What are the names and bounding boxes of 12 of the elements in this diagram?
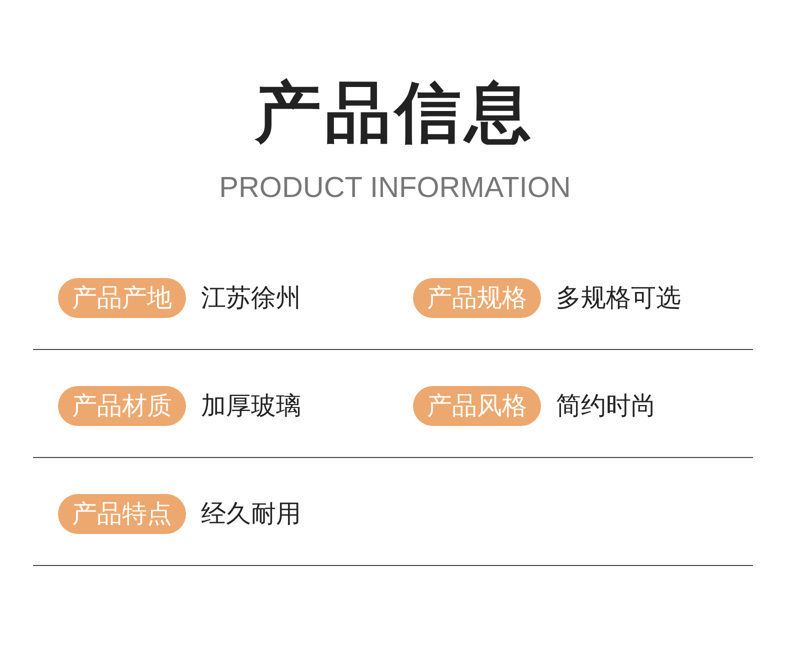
label-pill: 产品产地 [58,278,186,318]
subtitle: PRODUCT INFORMATION [219,172,571,204]
value-text: 江苏徐州 [201,282,301,314]
value-text: 简约时尚 [556,390,656,422]
label-pill: 产品规格 [413,278,541,318]
label-pill: 产品风格 [413,386,541,426]
value-text: 加厚玻璃 [201,390,301,422]
value-text: 多规格可选 [556,282,681,314]
value-text: 经久耐用 [201,498,301,530]
label-pill: 产品特点 [58,494,186,534]
label-pill: 产品材质 [58,386,186,426]
page-title: 产品信息 [255,74,535,151]
